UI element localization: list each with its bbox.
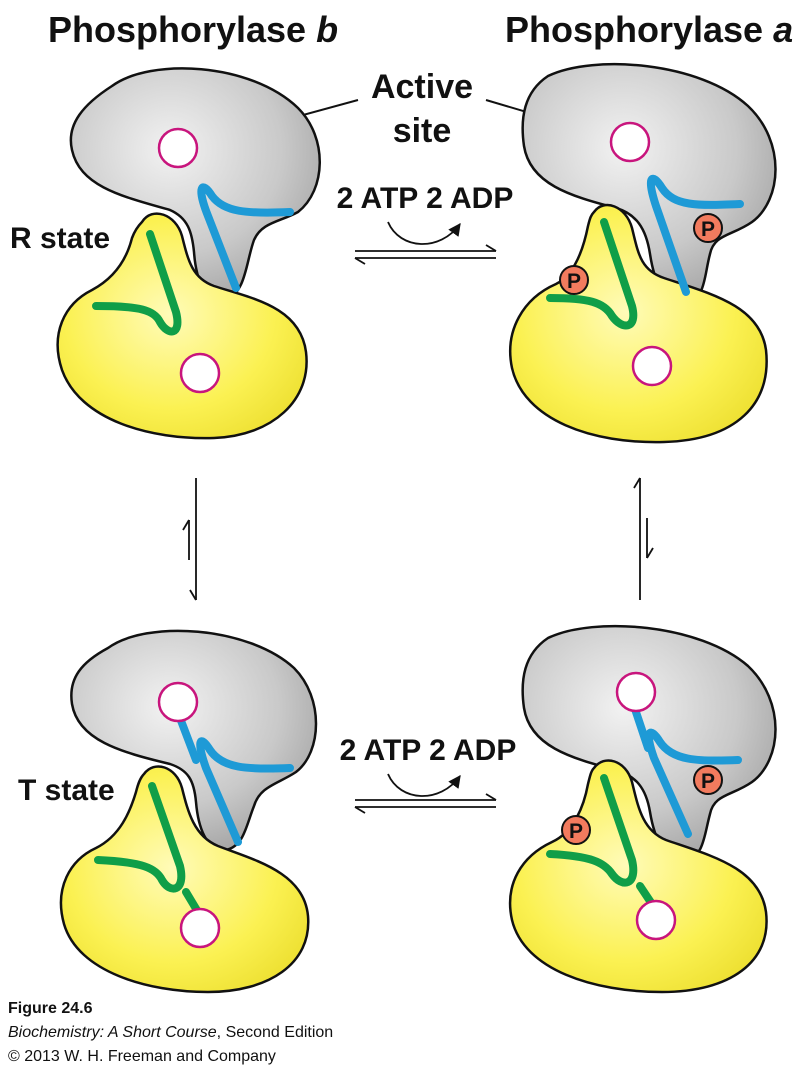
active-site-label-line1: Active xyxy=(371,68,473,106)
phosphate-group: P xyxy=(561,815,591,845)
phosphate-group: P xyxy=(693,765,723,795)
gray-subunit xyxy=(70,629,318,852)
blue-segment xyxy=(197,183,294,292)
reaction-label-top: 2 ATP 2 ADP xyxy=(337,182,514,215)
active-site-label-line2: site xyxy=(393,112,452,150)
green-segment xyxy=(546,218,638,330)
phosphorylase-b-r-state xyxy=(56,67,321,440)
atp-curved-arrow xyxy=(387,773,461,797)
phosphorylase-a-r-state: P P xyxy=(509,62,777,444)
green-segment xyxy=(92,230,182,336)
phosphorylase-a-header: Phosphorylase a xyxy=(505,9,793,50)
active-site-lower xyxy=(631,345,673,387)
svg-text:P: P xyxy=(701,770,715,793)
yellow-subunit xyxy=(56,212,308,440)
yellow-subunit xyxy=(509,203,768,444)
blue-segment xyxy=(176,714,200,764)
phosphorylase-b-t-state xyxy=(59,629,318,994)
svg-text:P: P xyxy=(701,218,715,241)
book-citation: Biochemistry: A Short Course, Second Edi… xyxy=(8,1024,333,1042)
copyright-line: © 2013 W. H. Freeman and Company xyxy=(8,1048,276,1065)
green-segment xyxy=(546,774,638,887)
t-state-label: T state xyxy=(18,774,115,807)
active-site-upper xyxy=(615,671,657,713)
blue-segment xyxy=(646,174,744,296)
active-site-lower xyxy=(635,899,677,941)
equilibrium-left xyxy=(182,478,197,601)
phosphorylase-a-t-state: P P xyxy=(508,624,777,994)
svg-text:P: P xyxy=(569,820,583,843)
blue-segment xyxy=(630,702,652,752)
green-segment xyxy=(94,782,186,893)
reaction-bottom: 2 ATP 2 ADP xyxy=(340,734,517,814)
active-site-upper xyxy=(157,681,199,723)
active-site-lower xyxy=(179,352,221,394)
figure-number: Figure 24.6 xyxy=(8,1000,93,1017)
reaction-label-bottom: 2 ATP 2 ADP xyxy=(340,734,517,767)
book-title: Biochemistry: A Short Course xyxy=(8,1024,217,1041)
phosphate-group: P xyxy=(693,213,723,243)
book-edition: , Second Edition xyxy=(216,1024,334,1041)
atp-curved-arrow xyxy=(387,221,461,245)
r-state-label: R state xyxy=(10,222,110,255)
active-site-lower xyxy=(179,907,221,949)
active-site-upper xyxy=(157,127,199,169)
phosphorylase-b-header: Phosphorylase b xyxy=(48,9,338,50)
equilibrium-right xyxy=(633,477,654,600)
active-site-upper xyxy=(609,121,651,163)
blue-segment xyxy=(196,737,294,846)
reaction-top: 2 ATP 2 ADP xyxy=(337,182,514,265)
svg-text:P: P xyxy=(567,270,581,293)
gray-subunit xyxy=(69,67,321,303)
phosphate-group: P xyxy=(559,265,589,295)
